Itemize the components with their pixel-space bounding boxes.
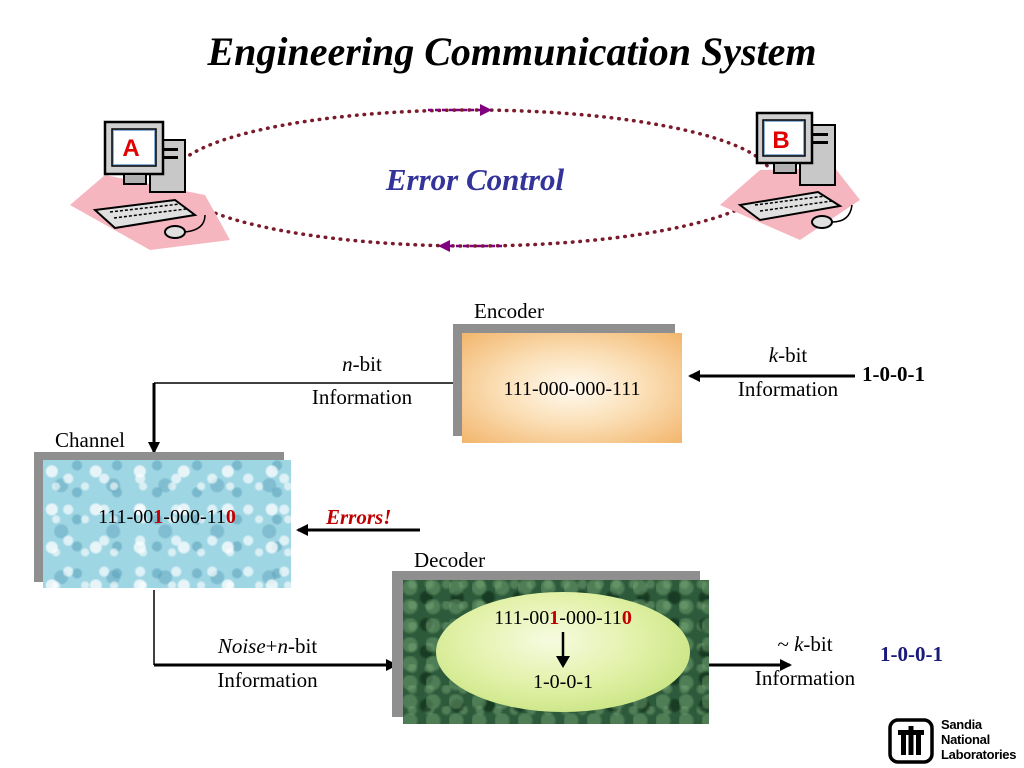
encoder-output-info: Information [311,385,413,409]
error-control-label: Error Control [385,162,565,197]
input-bits: 1-0-0-1 [862,362,925,386]
decoder-input-var: n [277,634,289,658]
encoder-output-var: n [342,352,353,376]
decoder-received-code: 111-001-000-110 [436,607,690,630]
encoder-output-label: n-bit [292,352,432,377]
channel-code-error2: 0 [225,506,236,528]
decoder-code-error1: 1 [549,607,560,629]
decoder-decoded-bits: 1-0-0-1 [533,671,593,693]
channel-code: 111-001-000-110 [43,506,291,529]
decoder-input-plus: + [265,634,278,658]
decoder-input-info: Information [217,668,318,692]
computer-a-icon [70,120,230,250]
encoder-label: Encoder [474,299,544,323]
decoder-label: Decoder [414,548,486,572]
decoder-input-label: Noise+n-bit [195,634,340,659]
sandia-thunderbird-icon [888,718,934,764]
encoder-box [462,333,682,443]
logo-line-3: Laboratories [941,747,1017,762]
decoder-output-prefix: ~ [777,632,795,656]
output-bits: 1-0-0-1 [880,642,943,666]
channel-box [43,460,291,588]
logo-line-2: National [941,732,990,747]
channel-label: Channel [55,428,125,452]
sandia-logo: Sandia National Laboratories [887,716,1017,766]
decoder-inner-arrow [556,632,570,668]
encoder-input-unit: -bit [778,343,808,367]
computer-b-label: B [768,128,794,154]
decoder-output-label: ~ k-bit [735,632,875,657]
channel-code-error1: 1 [153,506,164,528]
decoder-input-noise: Noise [217,634,266,658]
decoder-output-info: Information [754,666,856,690]
encoder-input-label: k-bit [718,343,858,368]
page-title: Engineering Communication System [207,29,817,74]
decoder-output-unit: -bit [803,632,833,656]
encoder-code: 111-000-000-111 [503,378,641,400]
decoder-code-part1: 111-00 [494,607,550,629]
decoder-input-unit: -bit [288,634,318,658]
decoder-code-part2: -000-11 [559,607,622,629]
encoder-input-var: k [768,343,779,367]
channel-code-part1: 111-00 [98,506,154,528]
decoder-output-var: k [794,632,804,656]
encoder-input-info: Information [737,377,839,401]
channel-code-part2: -000-11 [163,506,226,528]
errors-label: Errors! [326,505,392,529]
logo-line-1: Sandia [941,717,982,732]
encoder-output-unit: -bit [352,352,382,376]
decoder-code-error2: 0 [621,607,632,629]
computer-a-label: A [117,136,145,162]
